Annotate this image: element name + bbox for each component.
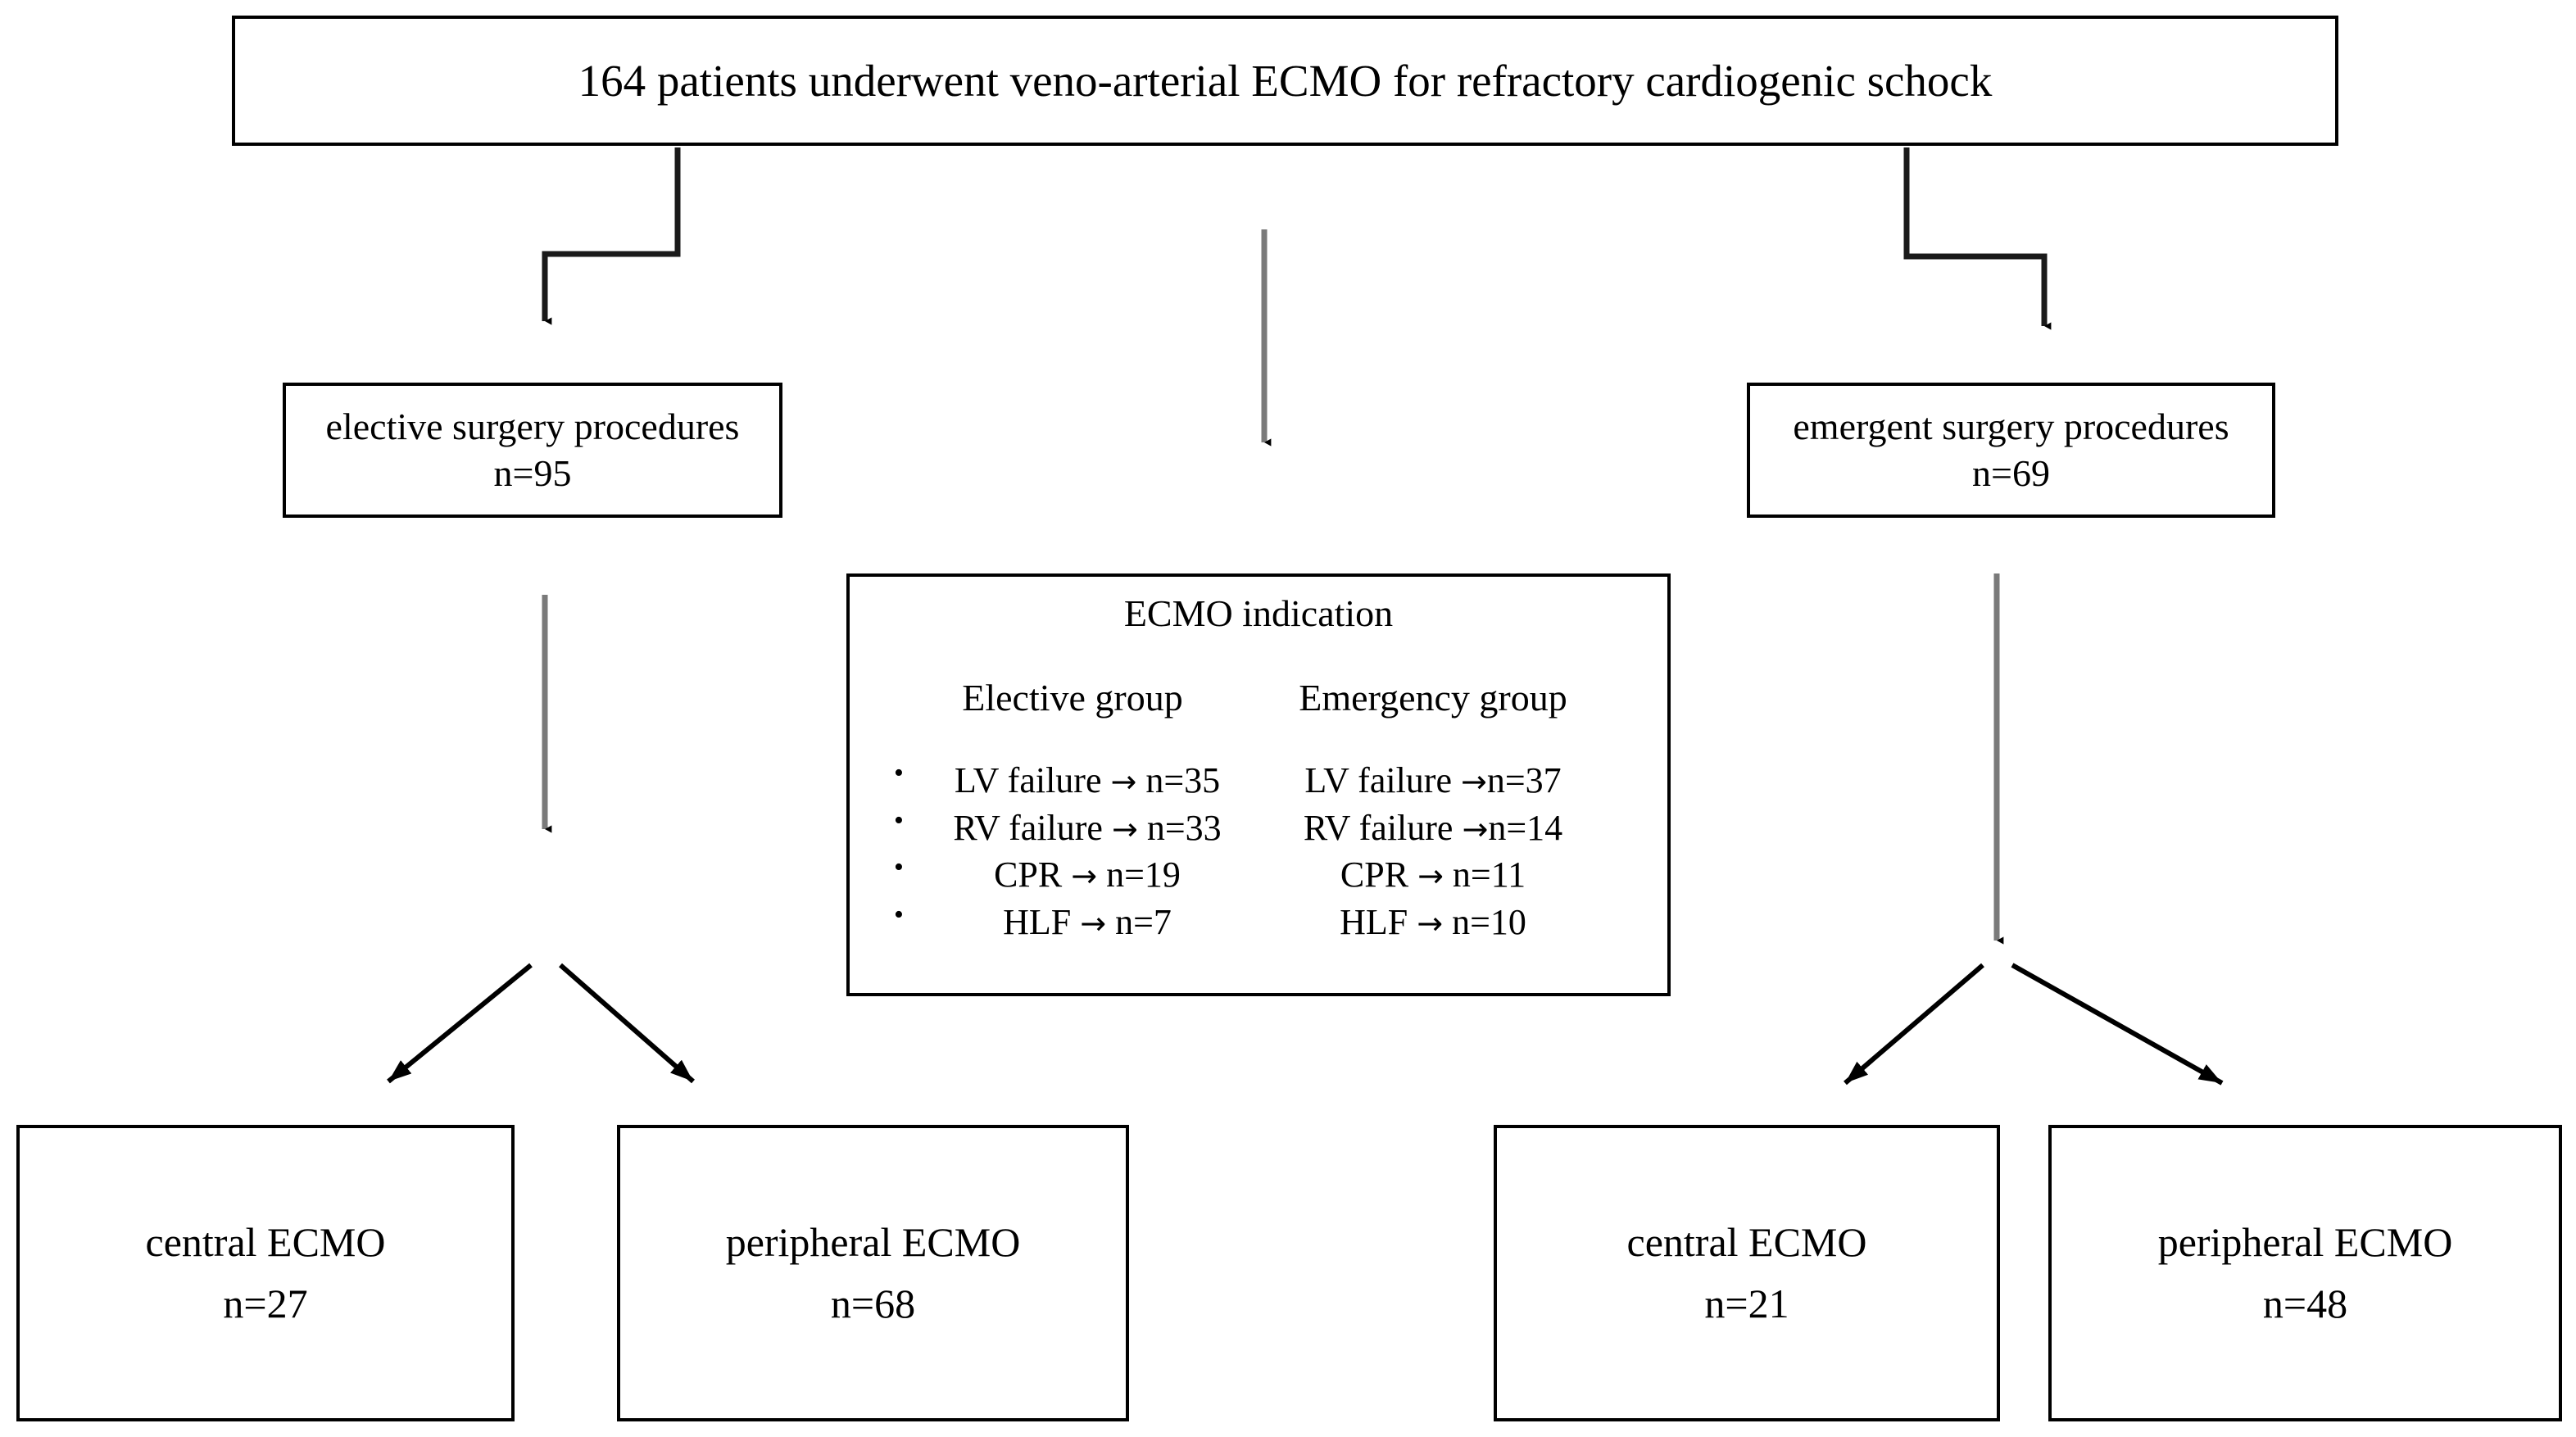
outcome-count: n=27 — [223, 1281, 308, 1326]
right-arrow-icon: → — [1080, 904, 1107, 941]
connector-elective-fork — [387, 595, 695, 1084]
right-arrow-icon: → — [1071, 858, 1098, 895]
list-item: LV failure → n=35 — [892, 755, 1253, 805]
indication-cause: RV failure — [953, 807, 1103, 848]
right-arrow-icon: → — [1417, 858, 1444, 895]
indication-cause: LV failure — [1304, 760, 1452, 800]
indication-count: n=19 — [1106, 854, 1181, 895]
connector-emergent-fork — [1844, 573, 2224, 1086]
right-arrow-icon: → — [1417, 904, 1444, 941]
right-arrow-icon: → — [1462, 810, 1489, 847]
indication-count: n=11 — [1452, 854, 1526, 895]
list-item: CPR → n=11 — [1253, 851, 1613, 899]
outcome-label: central ECMO — [145, 1219, 386, 1265]
indication-count: n=14 — [1488, 807, 1563, 848]
indication-cause: LV failure — [954, 760, 1102, 800]
list-item: CPR → n=19 — [892, 850, 1253, 899]
elective-count: n=95 — [493, 451, 572, 494]
outcome-label: peripheral ECMO — [725, 1219, 1021, 1265]
indication-count: n=35 — [1145, 760, 1221, 800]
indication-cause: RV failure — [1303, 807, 1454, 848]
indication-cause: HLF — [1003, 901, 1072, 942]
elective-label: elective surgery procedures — [325, 406, 740, 448]
title-text: 164 patients underwent veno-arterial ECM… — [578, 55, 1993, 106]
indication-count: n=10 — [1452, 901, 1526, 942]
list-item: HLF → n=10 — [1253, 899, 1613, 946]
outcome-count: n=68 — [830, 1281, 916, 1326]
indication-count: n=37 — [1486, 760, 1562, 800]
emergent-surgery-box: emergent surgery procedures n=69 — [1747, 383, 2275, 518]
indication-cause: HLF — [1340, 901, 1408, 942]
indication-count: n=33 — [1146, 807, 1222, 848]
right-arrow-icon: → — [1111, 810, 1138, 847]
outcome-box-emergent-peripheral: peripheral ECMO n=48 — [2048, 1125, 2562, 1421]
indication-count: n=7 — [1115, 901, 1172, 942]
outcome-label: peripheral ECMO — [2157, 1219, 2453, 1265]
indication-columns: Elective group LV failure → n=35 RV fail… — [850, 676, 1667, 946]
emergent-count: n=69 — [1972, 451, 2050, 494]
indication-cause: CPR — [994, 854, 1063, 895]
right-arrow-icon: → — [1460, 764, 1487, 800]
emergent-label: emergent surgery procedures — [1793, 406, 2229, 448]
list-item: RV failure →n=14 — [1253, 805, 1613, 852]
list-item: LV failure →n=37 — [1253, 757, 1613, 805]
title-box: 164 patients underwent veno-arterial ECM… — [232, 16, 2338, 146]
connector-title-to-elective — [542, 147, 681, 325]
elective-surgery-box: elective surgery procedures n=95 — [283, 383, 782, 518]
outcome-label: central ECMO — [1626, 1219, 1867, 1265]
list-item: HLF → n=7 — [892, 897, 1253, 946]
right-arrow-icon: → — [1110, 764, 1137, 800]
indication-emergency-heading: Emergency group — [1299, 677, 1567, 718]
indication-emergency-list: LV failure →n=37 RV failure →n=14 CPR → … — [1253, 757, 1613, 946]
outcome-box-emergent-central: central ECMO n=21 — [1494, 1125, 2000, 1421]
outcome-count: n=48 — [2262, 1281, 2348, 1326]
connector-title-to-emergent — [1903, 147, 2052, 330]
indication-column-emergency: Emergency group LV failure →n=37 RV fail… — [1253, 676, 1613, 946]
indication-column-elective: Elective group LV failure → n=35 RV fail… — [892, 676, 1253, 946]
outcome-box-elective-peripheral: peripheral ECMO n=68 — [617, 1125, 1129, 1421]
indication-title: ECMO indication — [1123, 592, 1394, 634]
outcome-box-elective-central: central ECMO n=27 — [16, 1125, 515, 1421]
list-item: RV failure → n=33 — [892, 803, 1253, 852]
outcome-count: n=21 — [1704, 1281, 1789, 1326]
ecmo-indication-box: ECMO indication Elective group LV failur… — [846, 573, 1671, 996]
indication-elective-list: LV failure → n=35 RV failure → n=33 CPR … — [892, 755, 1253, 946]
indication-cause: CPR — [1340, 854, 1409, 895]
indication-elective-heading: Elective group — [962, 677, 1183, 718]
